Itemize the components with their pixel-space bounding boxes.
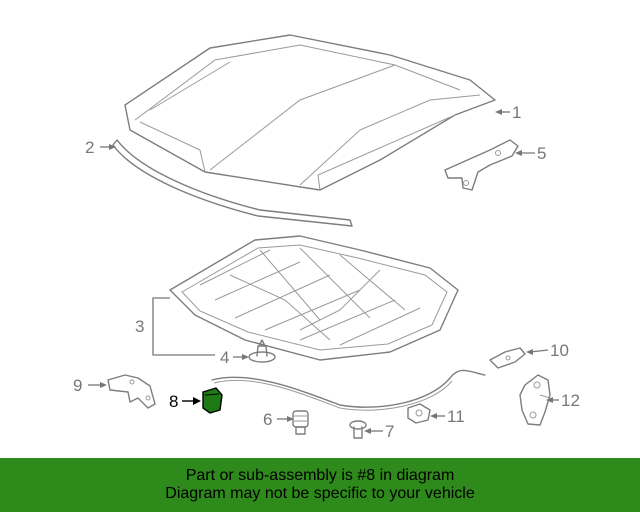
leader-lines bbox=[88, 109, 559, 434]
hood-release-handle[interactable] bbox=[489, 347, 526, 369]
hood-bumper[interactable] bbox=[248, 339, 276, 363]
grommet[interactable] bbox=[407, 403, 431, 424]
callout-9: 9 bbox=[73, 376, 82, 395]
callout-8: 8 bbox=[169, 392, 178, 411]
callout-3: 3 bbox=[135, 317, 144, 336]
callout-3-bracket bbox=[152, 297, 215, 356]
callout-6: 6 bbox=[263, 410, 272, 429]
info-banner: Part or sub-assembly is #8 in diagram Di… bbox=[0, 458, 640, 512]
hood-inner-panel[interactable] bbox=[169, 235, 459, 361]
banner-line-1: Part or sub-assembly is #8 in diagram bbox=[185, 467, 455, 484]
hood-latch-clip-highlighted[interactable] bbox=[202, 387, 223, 414]
hood-hinge-bracket[interactable] bbox=[444, 139, 519, 191]
hood-weatherstrip[interactable] bbox=[112, 139, 353, 227]
adjustable-bumper[interactable] bbox=[292, 410, 309, 435]
release-cable[interactable] bbox=[211, 369, 486, 411]
callout-12: 12 bbox=[561, 391, 580, 410]
push-pin-clip[interactable] bbox=[349, 420, 367, 439]
banner-line-2: Diagram may not be specific to your vehi… bbox=[165, 485, 475, 502]
hood-hinge-left[interactable] bbox=[107, 374, 156, 409]
callout-11: 11 bbox=[447, 407, 465, 426]
callout-10: 10 bbox=[550, 341, 569, 360]
callout-1: 1 bbox=[512, 103, 521, 122]
callout-7: 7 bbox=[385, 422, 394, 441]
hood-panel[interactable] bbox=[124, 34, 496, 191]
callout-4: 4 bbox=[220, 348, 229, 367]
callout-2: 2 bbox=[85, 138, 94, 157]
hood-latch-assembly[interactable] bbox=[519, 374, 551, 426]
callout-5: 5 bbox=[537, 144, 546, 163]
parts-diagram: 1 2 3 4 5 6 7 8 9 10 11 12 bbox=[73, 34, 580, 441]
